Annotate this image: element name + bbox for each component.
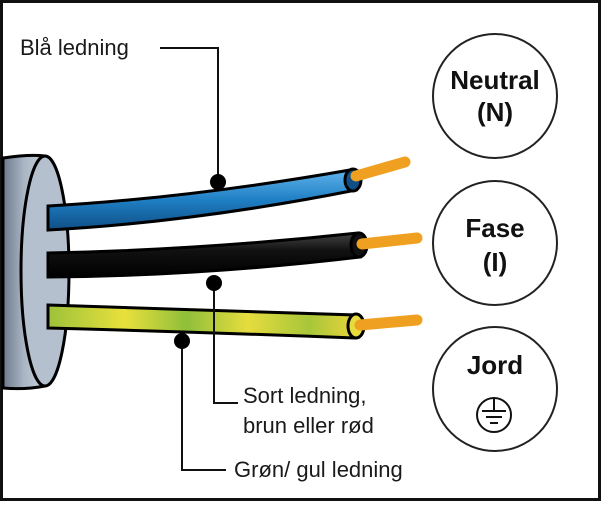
black-wire — [46, 231, 423, 279]
phase-terminal-name: Fase — [465, 213, 525, 243]
black-wire-marker — [206, 275, 222, 291]
black-wire-label-line1: Sort ledning, — [243, 383, 367, 408]
ground-symbol-icon — [476, 397, 512, 433]
phase-terminal-code: (I) — [482, 247, 508, 277]
phase-terminal-circle — [432, 180, 558, 306]
green-wire-copper — [354, 314, 423, 331]
green-wire-marker — [174, 333, 190, 349]
neutral-terminal-circle — [432, 33, 558, 159]
leader-lines — [160, 47, 238, 471]
green-wire-label: Grøn/ gul ledning — [234, 457, 403, 482]
black-wire-copper — [356, 232, 423, 250]
blue-wire-leader — [160, 47, 219, 180]
earth-terminal-name: Jord — [466, 350, 524, 380]
blue-wire — [46, 156, 411, 232]
earth-terminal-circle — [432, 326, 558, 452]
blue-wire-copper — [350, 156, 411, 182]
black-wire-leader — [213, 283, 238, 404]
black-wire-label-line2: brun eller rød — [243, 413, 374, 438]
neutral-terminal-name: Neutral — [450, 65, 540, 95]
green-wire-leader — [181, 341, 226, 471]
neutral-terminal-code: (N) — [476, 97, 514, 127]
green-yellow-wire — [46, 303, 423, 340]
blue-wire-label: Blå ledning — [20, 35, 129, 60]
blue-wire-marker — [210, 174, 226, 190]
